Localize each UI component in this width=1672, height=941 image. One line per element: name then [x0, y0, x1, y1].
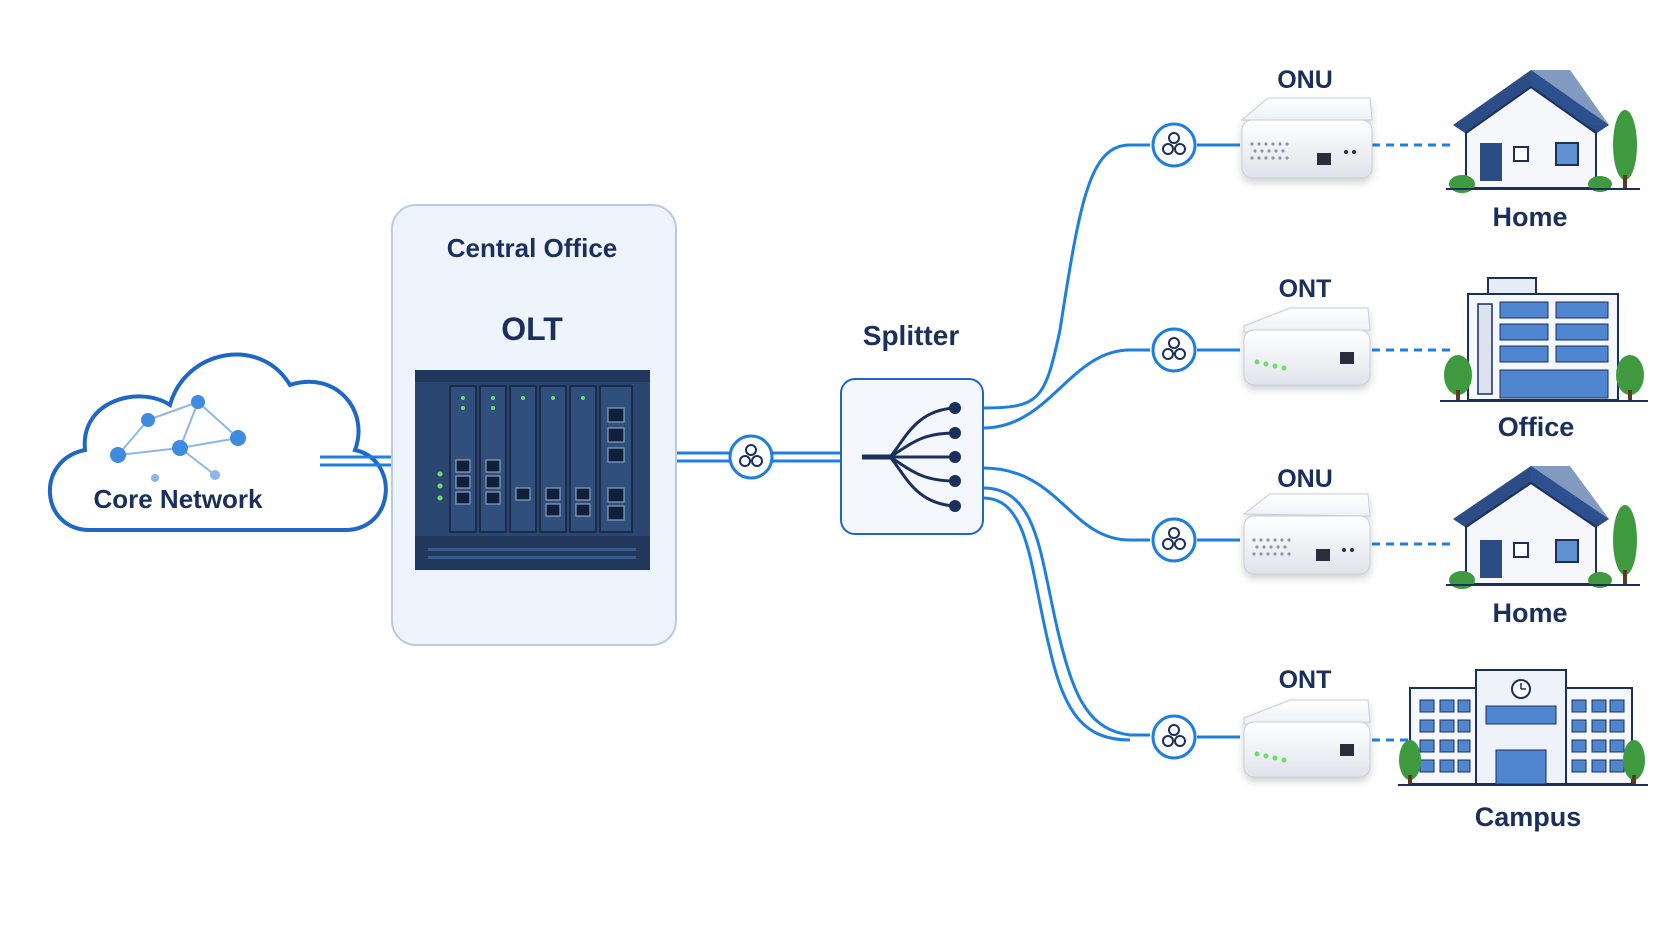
olt-coupler-icon [728, 434, 774, 480]
splitter: Splitter [840, 320, 984, 535]
endpoint-2-device: ONT [1243, 275, 1371, 386]
endpoint-2-office-icon [1440, 277, 1648, 402]
endpoint-1-device: ONU [1240, 66, 1373, 179]
olt-chassis-icon [415, 370, 650, 570]
network-nodes-icon [110, 395, 246, 482]
endpoint-3-coupler-icon [1151, 517, 1197, 563]
endpoint-2-coupler-icon [1151, 327, 1197, 373]
endpoint-4-device-label: ONT [1279, 666, 1332, 694]
central-office-panel: Central Office OLT [391, 204, 677, 646]
endpoint-2-site-label: Office [1498, 412, 1575, 442]
endpoint-2-device-label: ONT [1279, 275, 1332, 303]
ont-router-icon [1243, 699, 1371, 778]
endpoint-3-house-icon [1446, 466, 1640, 589]
olt-label: OLT [501, 311, 563, 347]
core-network-label: Core Network [93, 484, 263, 514]
onu-router-icon [1242, 493, 1371, 575]
endpoint-1-coupler-icon [1151, 122, 1197, 168]
endpoint-4-device: ONT [1243, 666, 1371, 778]
ont-router-icon [1243, 307, 1371, 386]
endpoint-3-device: ONU [1242, 465, 1371, 575]
endpoint-4-site-label: Campus [1475, 802, 1582, 832]
splitter-label: Splitter [863, 320, 960, 351]
splitter-fanout-icon [862, 406, 956, 508]
drop-links [1372, 143, 1450, 742]
endpoint-1-site-label: Home [1492, 202, 1567, 232]
core-network-cloud: Core Network [48, 352, 388, 532]
endpoint-1-house-icon [1446, 70, 1640, 193]
onu-router-icon [1240, 97, 1373, 179]
endpoint-1-device-label: ONU [1277, 66, 1333, 94]
endpoint-4-campus-icon [1398, 669, 1648, 786]
endpoint-3-site-label: Home [1492, 598, 1567, 628]
endpoint-4-coupler-icon [1151, 714, 1197, 760]
central-office-label: Central Office [447, 233, 618, 263]
endpoint-3-device-label: ONU [1277, 465, 1333, 493]
